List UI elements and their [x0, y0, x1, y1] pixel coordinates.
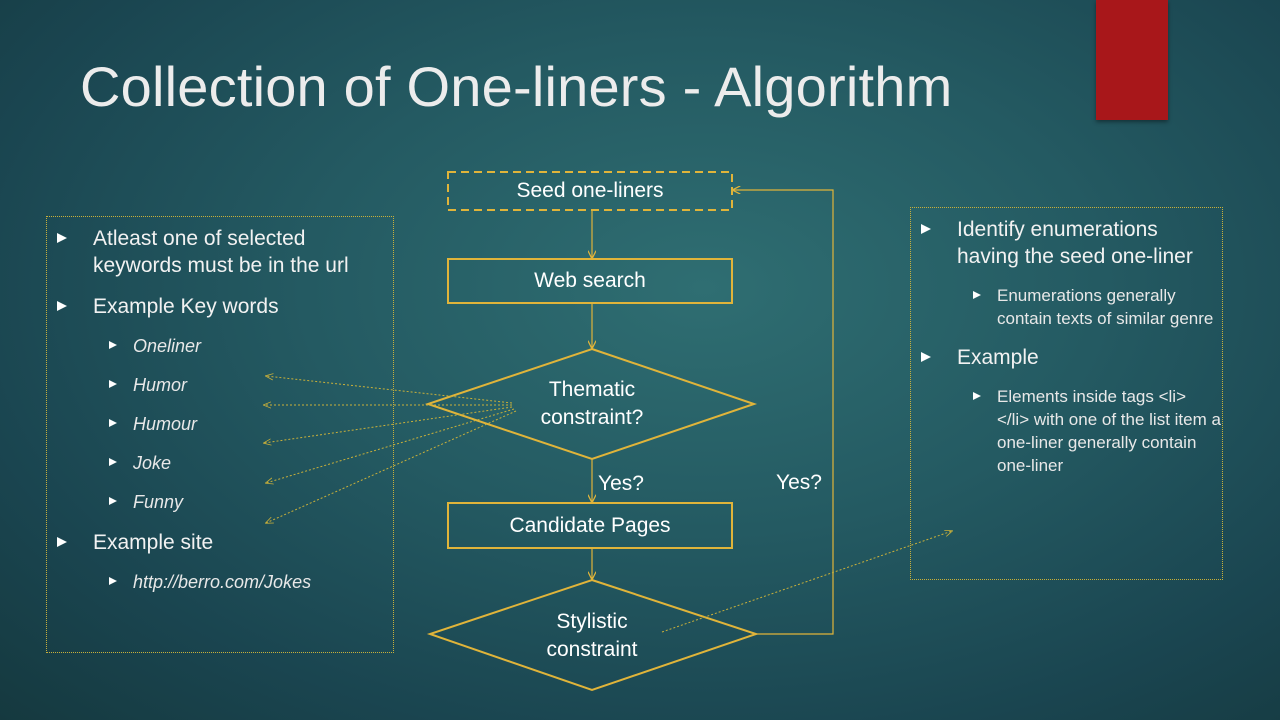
- thematic-node-label: Thematic constraint?: [540, 378, 644, 429]
- bullet-example: Example: [911, 344, 1221, 371]
- pointer-to-humour: [264, 406, 513, 443]
- bullet-example-keywords: Example Key words: [47, 293, 387, 320]
- candidate-node-box: [447, 502, 733, 549]
- pointer-to-funny: [266, 410, 517, 523]
- keyword-pointer-lines: [264, 376, 517, 523]
- edge-stylistic-loop-to-seed: [733, 190, 834, 635]
- keyword-joke: Joke: [47, 451, 387, 475]
- candidate-node-label: Candidate Pages: [509, 514, 671, 537]
- right-bullet-panel: Identify enumerations having the seed on…: [910, 207, 1223, 580]
- right-bullet-list: Identify enumerations having the seed on…: [911, 216, 1221, 491]
- bullet-enumerations-genre: Enumerations generally contain texts of …: [911, 284, 1221, 330]
- keyword-oneliner: Oneliner: [47, 334, 387, 358]
- example-site-url: http://berro.com/Jokes: [47, 570, 387, 594]
- left-bullet-panel: Atleast one of selected keywords must be…: [46, 216, 394, 653]
- pointer-stylistic-to-example: [661, 531, 952, 633]
- left-bullet-list: Atleast one of selected keywords must be…: [47, 225, 387, 609]
- web-search-node-label: Web search: [534, 269, 646, 292]
- seed-node-label: Seed one-liners: [516, 179, 664, 202]
- bullet-keyword-requirement: Atleast one of selected keywords must be…: [47, 225, 387, 279]
- keyword-humour: Humour: [47, 412, 387, 436]
- accent-bar: [1096, 0, 1168, 120]
- keyword-funny: Funny: [47, 490, 387, 514]
- bullet-li-tags-example: Elements inside tags <li> </li> with one…: [911, 385, 1221, 477]
- pointer-to-joke: [266, 408, 515, 483]
- web-search-node-box: [447, 258, 733, 304]
- stylistic-yes-label: Yes?: [776, 471, 822, 494]
- seed-node-box: [447, 171, 733, 211]
- thematic-yes-label: Yes?: [598, 472, 644, 495]
- bullet-example-site: Example site: [47, 529, 387, 556]
- pointer-to-oneliner: [266, 376, 513, 404]
- slide-title: Collection of One-liners - Algorithm: [80, 55, 953, 118]
- stylistic-decision-diamond: [426, 578, 760, 692]
- bullet-identify-enumerations: Identify enumerations having the seed on…: [911, 216, 1221, 270]
- stylistic-node-label: Stylistic constraint: [546, 610, 638, 661]
- keyword-humor: Humor: [47, 373, 387, 397]
